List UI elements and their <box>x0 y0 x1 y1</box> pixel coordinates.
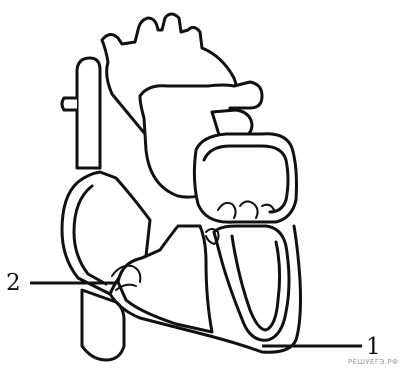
label-2: 2 <box>6 270 21 296</box>
watermark-text: РЕШУЕГЭ.РФ <box>348 358 398 366</box>
inferior-vena-cava <box>82 290 124 360</box>
label-1: 1 <box>366 334 381 360</box>
vena-cava-stub <box>62 98 77 110</box>
superior-vena-cava <box>77 58 100 168</box>
